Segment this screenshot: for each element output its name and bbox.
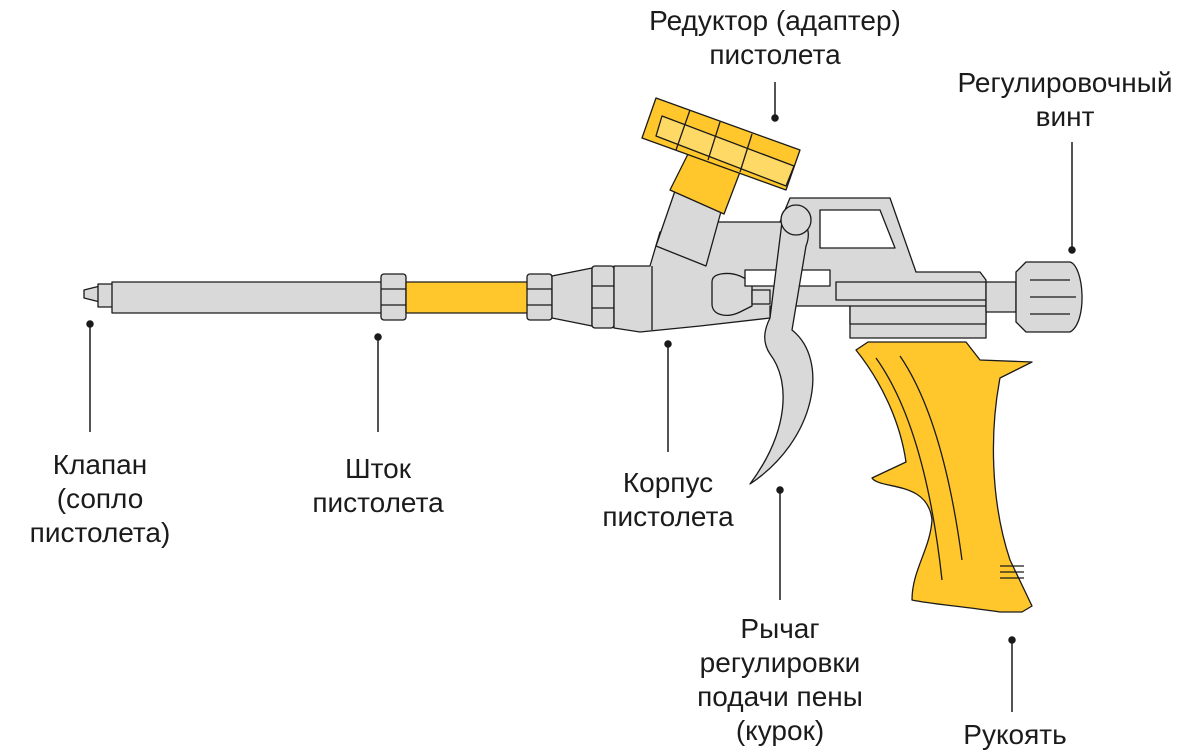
handle-grip [855,341,1033,613]
nozzle-cone [97,283,114,308]
label-handle: Рукоять [963,719,1067,750]
screw-shaft [985,281,1017,313]
label-valve: Клапан (сопло пистолета) [29,449,171,548]
label-body: Корпус пистолета [602,467,734,532]
hex-nut [591,265,615,329]
rod-nut-right [526,273,553,321]
label-trigger: Рычаг регулировки подачи пены (курок) [697,613,863,746]
rod-gray-section [111,281,383,314]
trigger-pivot [780,204,812,236]
label-adapter: Редуктор (адаптер) пистолета [649,5,901,70]
rod-cone-connector [551,267,593,327]
rod-nut-left [380,273,407,321]
trigger-lever [749,217,814,485]
label-screw: Регулировочный винт [957,67,1173,132]
rod-yellow-section [405,281,529,314]
label-rod: Шток пистолета [312,453,444,518]
